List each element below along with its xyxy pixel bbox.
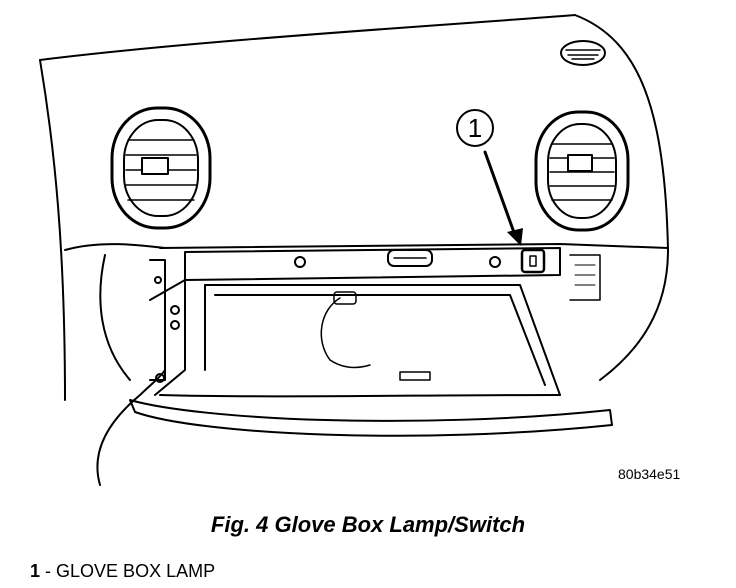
legend-separator: - <box>45 561 57 581</box>
glove-box-illustration: 1 <box>39 14 669 486</box>
panel-left-edge <box>39 59 66 401</box>
callout-leader <box>483 150 518 240</box>
callout-1: 1 <box>456 109 494 147</box>
glove-box-upper-bezel <box>159 243 669 281</box>
lamp-wiring <box>320 291 371 369</box>
hand-finger <box>99 254 131 381</box>
hinge-bracket <box>149 259 180 383</box>
callout-number: 1 <box>468 113 482 143</box>
panel-lower-edge <box>64 243 166 251</box>
glove-box-lamp <box>520 248 546 274</box>
legend-label: GLOVE BOX LAMP <box>56 561 216 581</box>
instrument-panel-outline <box>39 14 669 381</box>
callout-arrowhead <box>507 228 523 246</box>
right-side-structure <box>569 254 601 301</box>
figure-caption: Fig. 4 Glove Box Lamp/Switch <box>210 512 526 537</box>
left-air-vent <box>110 106 212 230</box>
legend-item: 1 - GLOVE BOX LAMP <box>30 561 215 582</box>
right-air-vent <box>534 110 630 232</box>
defroster-vent <box>560 40 606 66</box>
glove-box-door <box>129 279 613 437</box>
hand <box>96 369 166 486</box>
legend-number: 1 <box>30 561 41 581</box>
drawing-code: 80b34e51 <box>618 466 681 482</box>
